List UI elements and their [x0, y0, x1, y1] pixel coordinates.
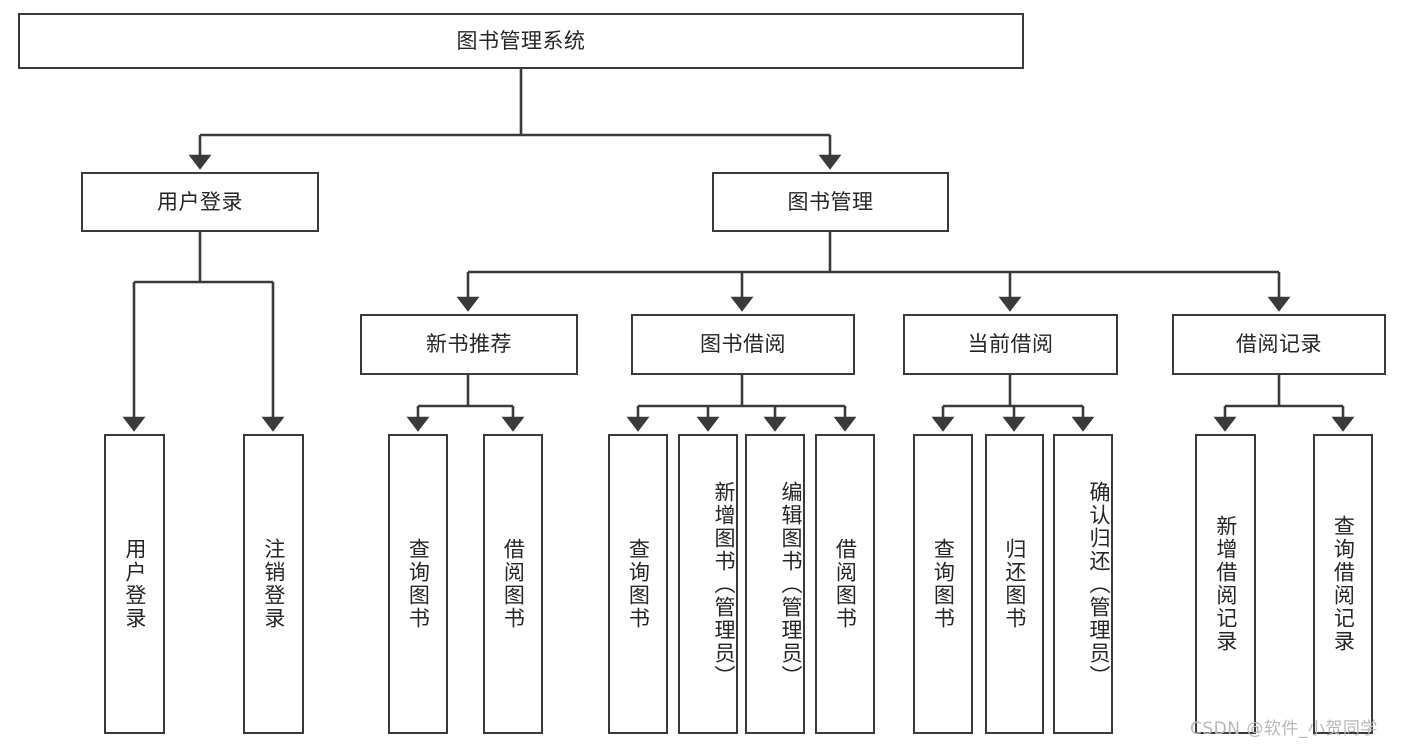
- node-leaf-user-logout[interactable]: 注销登录: [243, 434, 304, 734]
- node-leaf-borrow-book-2-label: 借阅图书: [833, 538, 858, 630]
- node-borrow-record-label: 借阅记录: [1236, 332, 1322, 357]
- node-leaf-query-book-1[interactable]: 查询图书: [388, 434, 448, 734]
- node-book-borrow[interactable]: 图书借阅: [631, 314, 855, 375]
- node-leaf-add-book[interactable]: 新增图书（管理员）: [678, 434, 738, 734]
- node-leaf-borrow-book-1[interactable]: 借阅图书: [483, 434, 543, 734]
- node-leaf-query-book-3[interactable]: 查询图书: [913, 434, 973, 734]
- node-leaf-query-book-2-label: 查询图书: [626, 538, 651, 630]
- node-leaf-confirm-return[interactable]: 确认归还（管理员）: [1053, 434, 1113, 734]
- node-book-manage[interactable]: 图书管理: [712, 172, 949, 232]
- node-leaf-query-borrow-record-label: 查询借阅记录: [1331, 515, 1356, 653]
- node-book-borrow-label: 图书借阅: [700, 332, 786, 357]
- node-leaf-query-borrow-record[interactable]: 查询借阅记录: [1313, 434, 1373, 734]
- node-leaf-query-book-3-label: 查询图书: [931, 538, 956, 630]
- node-leaf-edit-book-label: 编辑图书（管理员）: [779, 480, 803, 688]
- node-new-book-recommend[interactable]: 新书推荐: [360, 314, 578, 375]
- node-root-label: 图书管理系统: [456, 28, 586, 53]
- node-borrow-record[interactable]: 借阅记录: [1172, 314, 1386, 375]
- node-root[interactable]: 图书管理系统: [18, 13, 1024, 69]
- node-current-borrow[interactable]: 当前借阅: [903, 314, 1118, 375]
- node-leaf-add-book-label: 新增图书（管理员）: [712, 480, 736, 688]
- node-leaf-return-book-label: 归还图书: [1002, 538, 1027, 630]
- node-leaf-edit-book[interactable]: 编辑图书（管理员）: [745, 434, 805, 734]
- node-leaf-borrow-book-1-label: 借阅图书: [501, 538, 526, 630]
- node-leaf-user-login-label: 用户登录: [122, 538, 147, 630]
- node-user-login-label: 用户登录: [157, 189, 243, 214]
- node-current-borrow-label: 当前借阅: [967, 332, 1054, 357]
- node-leaf-query-book-1-label: 查询图书: [406, 538, 431, 630]
- node-leaf-query-book-2[interactable]: 查询图书: [608, 434, 668, 734]
- node-new-book-recommend-label: 新书推荐: [426, 332, 512, 357]
- node-leaf-user-logout-label: 注销登录: [261, 538, 286, 630]
- node-leaf-confirm-return-label: 确认归还（管理员）: [1087, 480, 1111, 688]
- node-leaf-borrow-book-2[interactable]: 借阅图书: [815, 434, 875, 734]
- node-book-manage-label: 图书管理: [787, 189, 874, 214]
- node-leaf-add-borrow-record[interactable]: 新增借阅记录: [1195, 434, 1256, 734]
- node-leaf-return-book[interactable]: 归还图书: [985, 434, 1044, 734]
- node-user-login[interactable]: 用户登录: [81, 172, 319, 232]
- node-leaf-user-login[interactable]: 用户登录: [104, 434, 165, 734]
- watermark: CSDN @软件_小贺同学: [1190, 719, 1378, 739]
- node-leaf-add-borrow-record-label: 新增借阅记录: [1213, 515, 1238, 653]
